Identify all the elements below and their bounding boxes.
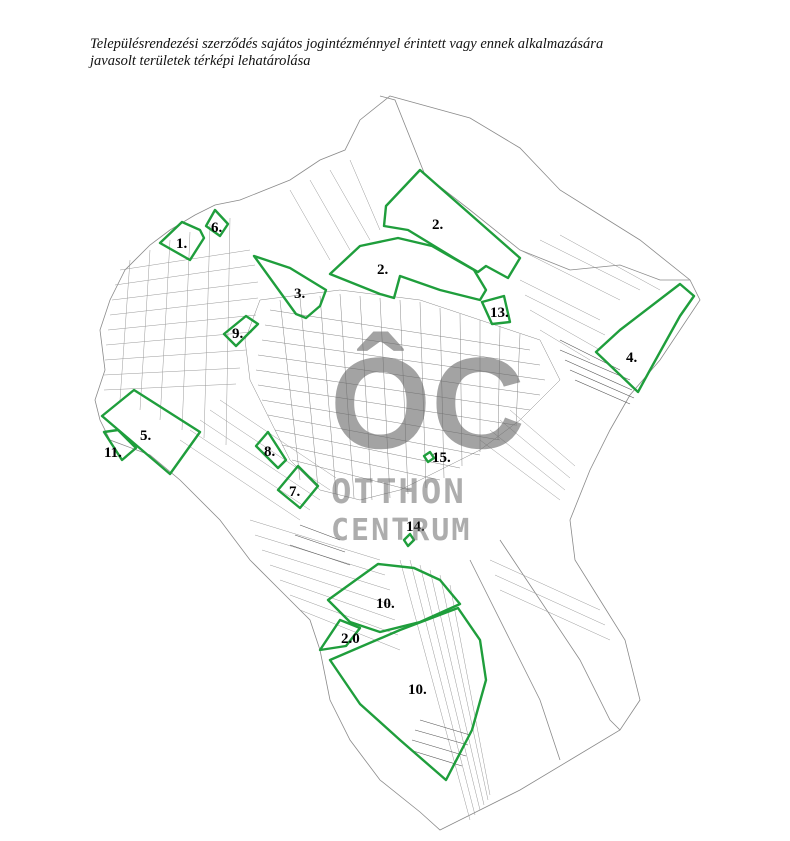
zone-label-8: 8.: [264, 444, 276, 460]
zone-outlines: [100, 168, 696, 782]
watermark-line-1: OTTHON: [331, 472, 466, 512]
zone-label-11: 11.: [104, 445, 122, 461]
zone-11-outline[interactable]: [102, 428, 138, 462]
zone-label-3: 3.: [294, 286, 306, 302]
document-title: Településrendezési szerződés sajátos jog…: [90, 36, 730, 70]
zone-5-outline[interactable]: [100, 388, 202, 476]
title-line-1: Településrendezési szerződés sajátos jog…: [90, 36, 604, 52]
zone-label-9: 9.: [232, 326, 244, 342]
zone-label-6: 6.: [211, 220, 223, 236]
zone-9-outline[interactable]: [222, 314, 260, 348]
southern-parcels: [249, 519, 491, 821]
zone-label-14: 14.: [406, 519, 425, 535]
western-parcels: [103, 217, 337, 521]
zone-2-south-outline[interactable]: [328, 236, 488, 302]
zone-labels: 1. 2. 2. 3. 4. 5. 6. 7. 8. 9. 10. 10. 11…: [104, 217, 638, 698]
zone-14-outline[interactable]: [402, 532, 416, 548]
south-east-road: [469, 559, 561, 761]
zone-6-outline[interactable]: [204, 208, 230, 238]
zone-label-20: 2.0: [341, 631, 360, 647]
watermark-line-2: CENTRUM: [331, 513, 471, 548]
zone-label-2-north: 2.: [432, 217, 444, 233]
zone-label-15: 15.: [432, 450, 451, 466]
zone-7-outline[interactable]: [276, 464, 320, 510]
zone-label-4: 4.: [626, 350, 638, 366]
zone-label-10-north: 10.: [376, 596, 395, 612]
zone-3-outline[interactable]: [252, 254, 328, 320]
zone-8-outline[interactable]: [254, 430, 288, 470]
zone-label-1: 1.: [176, 236, 188, 252]
zone-13-outline[interactable]: [480, 294, 512, 326]
title-line-2: javasolt területek térképi lehatárolása: [90, 53, 311, 69]
zone-label-13: 13.: [490, 305, 509, 321]
northern-extension: [379, 95, 690, 281]
town-centre-parcels: [244, 289, 561, 501]
zone-10-south-outline[interactable]: [328, 606, 488, 782]
zone-10-north-outline[interactable]: [326, 562, 462, 634]
zone-label-10-south: 10.: [408, 682, 427, 698]
zone-label-7: 7.: [289, 484, 301, 500]
eastern-parcels: [479, 279, 635, 641]
watermark-logo: ÔC: [330, 330, 525, 476]
zone-2-north-outline[interactable]: [382, 168, 522, 280]
southern-road: [499, 539, 621, 731]
zone-label-2-south: 2.: [377, 262, 389, 278]
zone-label-5: 5.: [140, 428, 152, 444]
otthon-centrum-watermark: ÔC OTTHON CENTRUM: [330, 330, 525, 548]
zone-15-outline[interactable]: [422, 450, 436, 464]
northern-parcels: [289, 159, 661, 301]
zone-1-outline[interactable]: [158, 220, 206, 262]
zone-4-outline[interactable]: [594, 282, 696, 394]
zone-20-outline[interactable]: [318, 618, 362, 652]
